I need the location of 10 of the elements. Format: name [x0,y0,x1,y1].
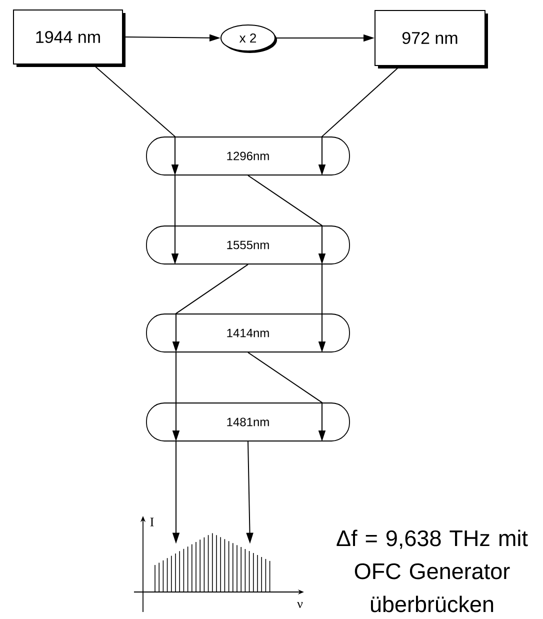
wavelength-pill: 1481nm [146,402,350,442]
wavelength-box: 1944 nm [13,10,126,67]
annotation-text: Δf = 9,638 THz mit OFC Generator überbrücken [336,530,528,612]
axis-label: I [150,518,154,526]
wavelength-box: 972 nm [374,10,488,68]
axis-label: ν [297,602,303,608]
wavelength-pill: 1414nm [146,314,350,352]
spectrum-drawing [154,532,270,592]
wavelength-pill: 1555nm [146,226,350,264]
wavelength-pill: 1296nm [146,136,350,176]
